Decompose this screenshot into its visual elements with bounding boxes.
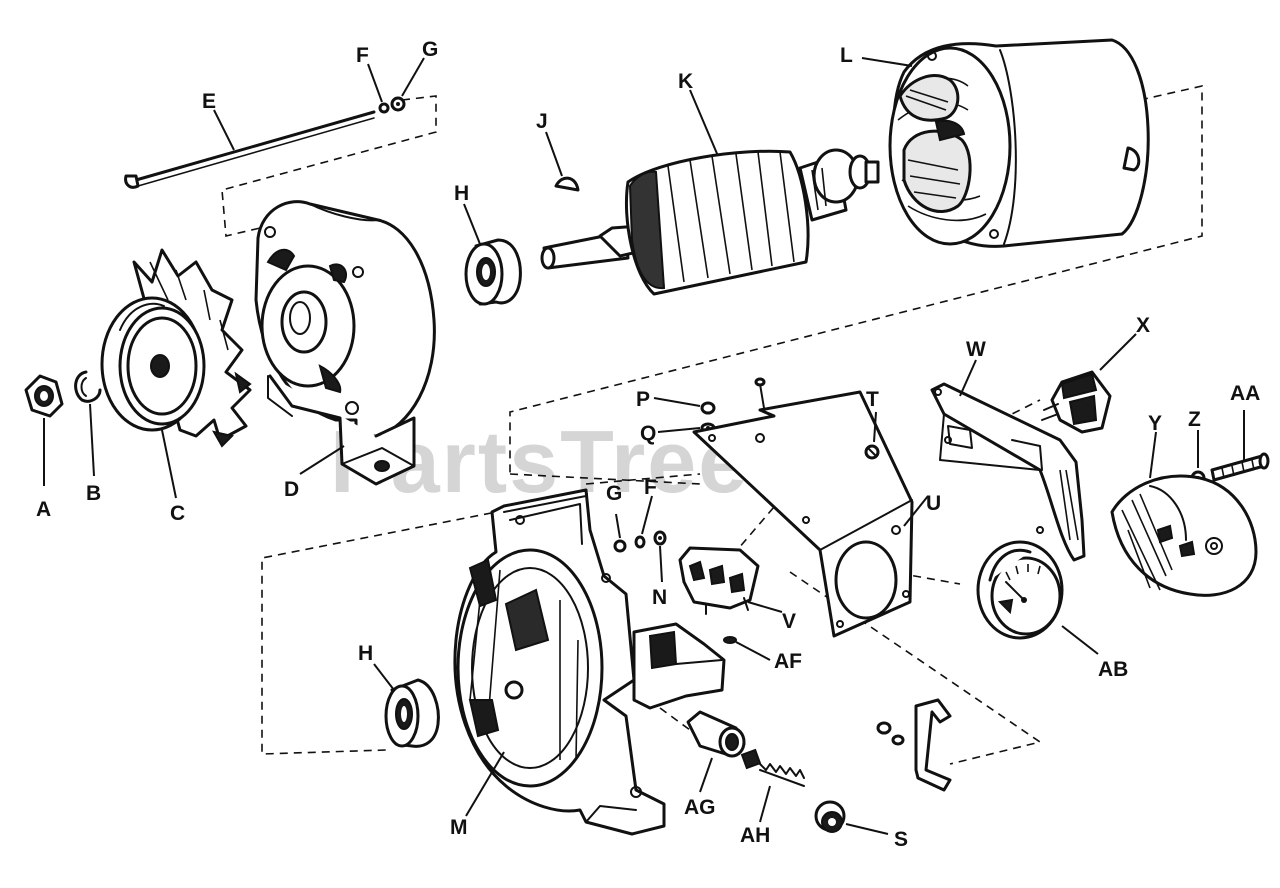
bearing-top-part [464, 238, 522, 306]
callout-f-top: F [356, 44, 369, 67]
callout-j: J [536, 110, 548, 133]
small-nut-washer-top [378, 96, 406, 114]
callout-p: P [636, 388, 650, 411]
bushing-part [686, 710, 746, 758]
callout-h-top: H [454, 182, 469, 205]
callout-h-bottom: H [358, 642, 373, 665]
callout-t: T [866, 388, 879, 411]
callout-labels: A B C D E F G H J K L P Q T W X AA Z Y U… [36, 38, 1260, 851]
callout-a: A [36, 498, 51, 521]
callout-g-mid: G [606, 482, 622, 505]
callout-ab: AB [1098, 658, 1128, 681]
callout-w: W [966, 338, 986, 361]
callout-z: Z [1188, 408, 1201, 431]
callout-n: N [652, 586, 667, 609]
callout-y: Y [1148, 412, 1162, 435]
end-cover-part [1110, 474, 1258, 597]
control-box-part [692, 377, 914, 638]
terminal-block-part [678, 546, 760, 615]
callout-aa: AA [1230, 382, 1260, 405]
brush-cap-part [814, 800, 846, 833]
callout-k: K [678, 70, 693, 93]
callout-af: AF [774, 650, 802, 673]
armature-rotor-part [540, 148, 880, 296]
hex-nut-part [24, 374, 64, 418]
assembly-guide-lines [221, 84, 1203, 765]
callout-q: Q [640, 422, 656, 445]
callout-ah: AH [740, 824, 770, 847]
callout-c: C [170, 502, 185, 525]
pin-af [723, 636, 737, 644]
callout-f-mid: F [644, 476, 657, 499]
screw-t [864, 444, 880, 460]
woodruff-key-part [554, 176, 580, 192]
callout-u: U [926, 492, 941, 515]
callout-l: L [840, 44, 853, 67]
spring-brush-part [740, 748, 805, 787]
small-hardware-middle [613, 530, 667, 553]
callout-m: M [450, 816, 468, 839]
stator-part [888, 38, 1150, 248]
rectifier-part [1041, 370, 1112, 434]
meter-gauge-part [976, 540, 1064, 640]
callout-v: V [782, 610, 796, 633]
callout-e: E [202, 90, 216, 113]
bearing-bottom-part [384, 678, 440, 748]
mounting-plate-part [930, 382, 1086, 562]
callout-b: B [86, 482, 101, 505]
bottom-bracket-part [876, 698, 952, 792]
callout-ag: AG [684, 796, 716, 819]
callout-d: D [284, 478, 299, 501]
callout-s: S [894, 828, 908, 851]
callout-x: X [1136, 314, 1150, 337]
through-bolt-part [124, 110, 376, 189]
callout-g-top: G [422, 38, 438, 61]
front-end-bracket-part [254, 200, 436, 486]
lock-washer-part [74, 370, 102, 403]
leader-lines [43, 57, 1245, 835]
rear-end-housing-part [453, 488, 726, 836]
pulley-fan-part [100, 248, 252, 448]
